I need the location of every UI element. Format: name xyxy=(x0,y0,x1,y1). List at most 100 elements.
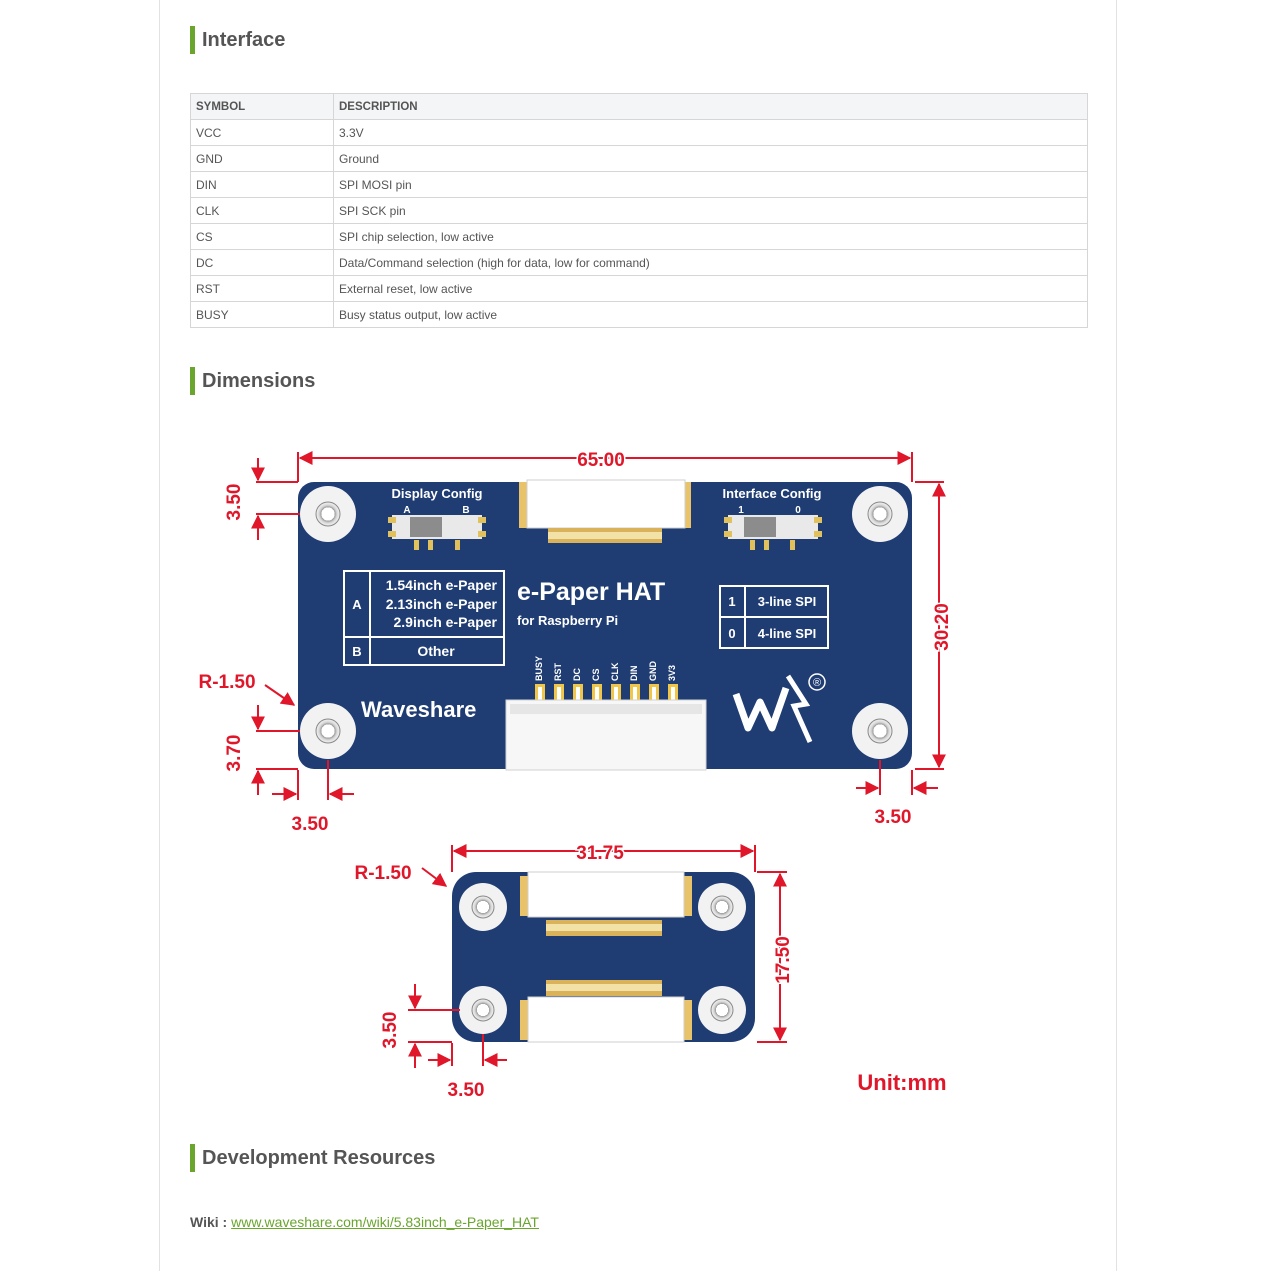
dim-left-offset: 3.50 xyxy=(292,814,329,835)
dim-width-main: 65.00 xyxy=(577,450,625,471)
table-value-1: 3-line SPI xyxy=(758,594,817,609)
wiki-link[interactable]: www.waveshare.com/wiki/5.83inch_e-Paper_… xyxy=(231,1214,539,1230)
adapter-dimension-lines xyxy=(408,844,787,1068)
dim-bottom-offset: 3.70 xyxy=(224,735,245,772)
mounting-hole xyxy=(852,703,908,759)
pin-label: CS xyxy=(591,668,601,681)
table-cell-symbol: DIN xyxy=(190,171,334,198)
table-cell-description: Busy status output, low active xyxy=(333,301,1088,328)
switch-label-1: 1 xyxy=(738,505,744,516)
table-cell-description: SPI SCK pin xyxy=(333,197,1088,224)
wiki-label: Wiki : xyxy=(190,1214,228,1230)
mounting-hole xyxy=(459,883,507,931)
table-cell-description: SPI chip selection, low active xyxy=(333,223,1088,250)
dimension-drawing: Display Config A B Interface Config 1 0 … xyxy=(198,449,954,1102)
resources-title: Development Resources xyxy=(202,1146,436,1169)
board-subtitle: for Raspberry Pi xyxy=(517,613,618,628)
adapter-fpc-bottom xyxy=(520,980,692,1043)
main-board xyxy=(298,482,912,769)
table-value-0: 4-line SPI xyxy=(758,626,817,641)
interface-config-switch xyxy=(724,515,822,550)
table-key-1: 1 xyxy=(728,594,735,609)
registered-mark: ® xyxy=(813,677,821,689)
dimensions-title: Dimensions xyxy=(202,369,316,392)
table-cell-description: Data/Command selection (high for data, l… xyxy=(333,249,1088,276)
adapter-fpc-top xyxy=(520,871,692,936)
wiki-line: Wiki : www.waveshare.com/wiki/5.83inch_e… xyxy=(190,1214,539,1230)
table-value-a-2: 2.13inch e-Paper xyxy=(386,596,498,612)
brand-name: Waveshare xyxy=(361,697,476,722)
display-config-switch xyxy=(388,515,486,550)
table-header-row: SYMBOL DESCRIPTION xyxy=(190,93,1088,120)
table-cell-symbol: CLK xyxy=(190,197,334,224)
mounting-hole xyxy=(300,703,356,759)
dim-small-bottom-offset: 3.50 xyxy=(380,1012,401,1049)
table-value-a-1: 1.54inch e-Paper xyxy=(386,577,498,593)
table-key-0: 0 xyxy=(728,626,735,641)
table-cell-symbol: VCC xyxy=(190,119,334,146)
pin-label: DIN xyxy=(629,666,639,682)
table-key-b: B xyxy=(352,644,361,659)
table-cell-symbol: RST xyxy=(190,275,334,302)
mounting-hole xyxy=(698,986,746,1034)
table-cell-symbol: CS xyxy=(190,223,334,250)
pin-header xyxy=(505,681,707,771)
interface-config-table xyxy=(719,585,829,649)
dim-small-left-offset: 3.50 xyxy=(448,1080,485,1101)
pin-label: 3V3 xyxy=(667,665,677,681)
mounting-hole xyxy=(698,883,746,931)
pin-label: BUSY xyxy=(534,656,544,681)
mounting-hole xyxy=(300,486,356,542)
dim-corner-radius-small: R-1.50 xyxy=(354,863,411,884)
interface-title: Interface xyxy=(202,28,286,51)
heading-accent-bar xyxy=(190,367,195,395)
interface-config-label: Interface Config xyxy=(723,486,822,501)
pin-label: DC xyxy=(572,668,582,681)
table-cell-symbol: DC xyxy=(190,249,334,276)
dimensions-heading: Dimensions xyxy=(190,367,315,395)
dim-width-small: 31.75 xyxy=(576,843,624,864)
resources-heading: Development Resources xyxy=(190,1144,435,1172)
table-value-a-3: 2.9inch e-Paper xyxy=(394,614,498,630)
table-cell-symbol: GND xyxy=(190,145,334,172)
table-cell-description: SPI MOSI pin xyxy=(333,171,1088,198)
dimension-lines xyxy=(251,451,946,801)
display-config-label: Display Config xyxy=(391,486,482,501)
switch-label-b: B xyxy=(462,505,469,516)
switch-label-0: 0 xyxy=(795,505,801,516)
dim-height-main: 30.20 xyxy=(932,603,953,651)
fpc-connector xyxy=(519,479,691,543)
display-config-table xyxy=(343,570,505,666)
pin-label: GND xyxy=(648,661,658,682)
pin-label: CLK xyxy=(610,662,620,681)
table-cell-description: Ground xyxy=(333,145,1088,172)
table-cell-description: 3.3V xyxy=(333,119,1088,146)
table-key-a: A xyxy=(352,597,362,612)
dim-right-offset: 3.50 xyxy=(875,807,912,828)
pin-label: RST xyxy=(553,662,563,681)
table-header-description: DESCRIPTION xyxy=(333,93,1088,120)
dim-corner-radius: R-1.50 xyxy=(198,672,255,693)
table-value-b: Other xyxy=(417,643,455,659)
switch-label-a: A xyxy=(403,505,410,516)
dim-top-offset: 3.50 xyxy=(224,484,245,521)
table-cell-symbol: BUSY xyxy=(190,301,334,328)
dim-height-small: 17.50 xyxy=(773,936,794,984)
heading-accent-bar xyxy=(190,1144,195,1172)
unit-label: Unit:mm xyxy=(857,1070,946,1095)
waveshare-logo-icon xyxy=(732,673,826,744)
table-cell-description: External reset, low active xyxy=(333,275,1088,302)
board-title: e-Paper HAT xyxy=(517,578,665,606)
interface-heading: Interface xyxy=(190,26,285,54)
table-header-symbol: SYMBOL xyxy=(190,93,334,120)
mounting-hole xyxy=(459,986,507,1034)
